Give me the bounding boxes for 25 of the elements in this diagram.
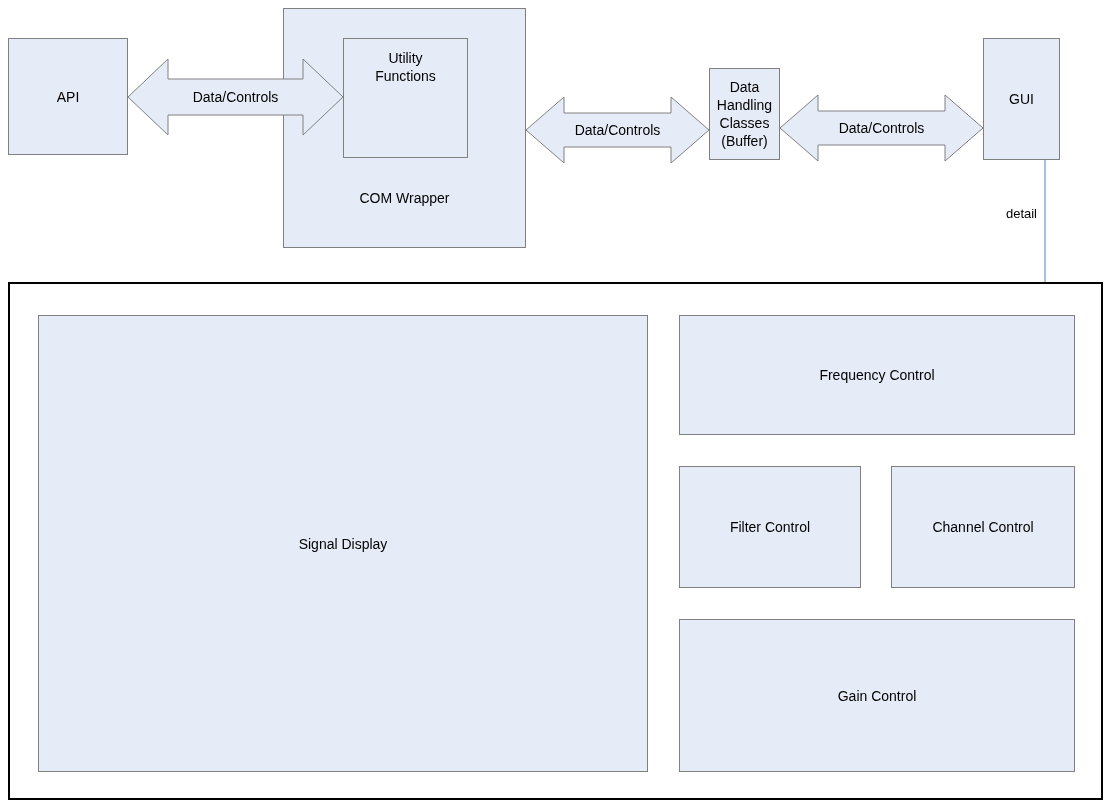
node-label: Utility Functions <box>374 49 437 85</box>
edge-label: Data/Controls <box>836 120 927 136</box>
node-label: COM Wrapper <box>358 189 451 207</box>
wrapper-box <box>283 8 526 248</box>
node-label: Frequency Control <box>818 366 936 384</box>
node-label: Data Handling Classes (Buffer) <box>715 78 774 150</box>
component-box <box>8 38 128 155</box>
node-label: GUI <box>1008 90 1035 108</box>
node-label: Gain Control <box>836 686 918 705</box>
node-label: API <box>55 87 81 106</box>
control-panel <box>891 466 1075 588</box>
component-box <box>983 38 1060 160</box>
connector-line <box>1044 159 1046 283</box>
control-panel <box>679 619 1075 772</box>
control-panel <box>38 315 648 772</box>
edge-label: Data/Controls <box>572 122 663 138</box>
edge-label: Data/Controls <box>190 89 281 105</box>
control-panel <box>679 315 1075 435</box>
component-box <box>343 38 468 158</box>
control-panel <box>679 466 861 588</box>
node-label: Signal Display <box>297 534 389 553</box>
gui-panel <box>8 282 1103 800</box>
node-label: Channel Control <box>931 518 1035 536</box>
node-label: Filter Control <box>728 518 812 536</box>
component-box <box>709 68 780 160</box>
